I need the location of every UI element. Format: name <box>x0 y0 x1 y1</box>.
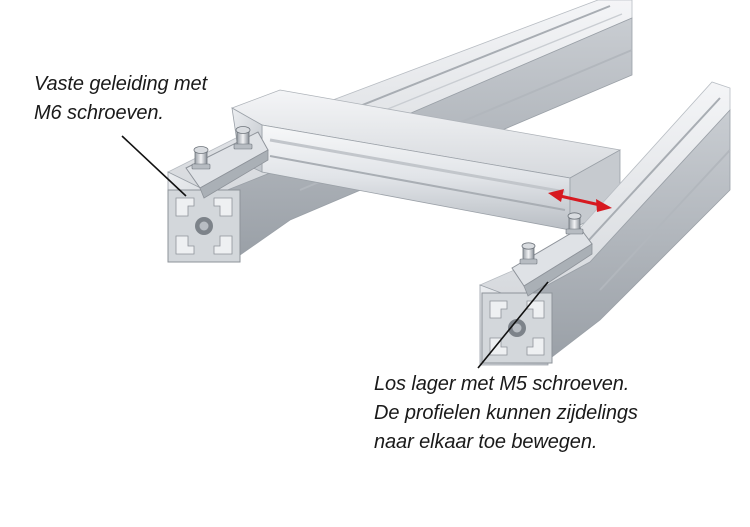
double-headed-arrow-icon <box>548 189 612 212</box>
right-profile-end-face <box>481 292 553 364</box>
floating-bearing-callout: Los lager met M5 schroeven. De profielen… <box>374 370 638 457</box>
m5-screw-right-2 <box>565 212 584 235</box>
callout-line: M6 schroeven. <box>34 102 164 124</box>
callout-line: naar elkaar toe bewegen. <box>374 431 598 453</box>
m6-screw-left-1 <box>191 146 211 170</box>
callout-line: De profielen kunnen zijdelings <box>374 402 638 424</box>
callout-line: Los lager met M5 schroeven. <box>374 373 630 395</box>
callout-line: Vaste geleiding met <box>34 73 208 95</box>
right-joint-bracket <box>511 227 593 297</box>
m6-screw-left-2 <box>233 126 253 150</box>
fixed-guide-callout: Vaste geleiding met M6 schroeven. <box>34 70 207 128</box>
leader-line-bottom <box>477 281 549 369</box>
left-profile-end-face <box>167 189 241 263</box>
leader-line-top <box>121 135 187 197</box>
m5-screw-right-1 <box>519 242 538 265</box>
